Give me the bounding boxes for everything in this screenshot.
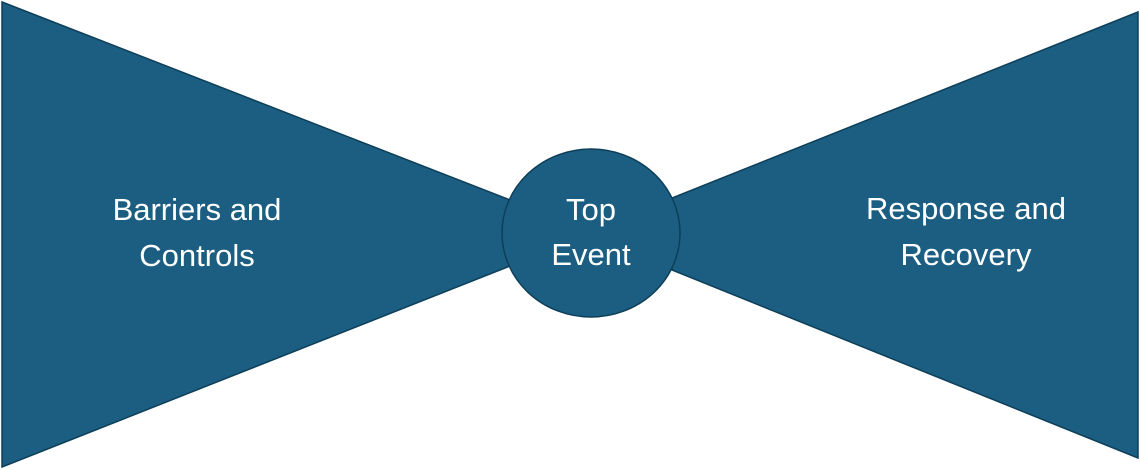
right-wedge: Response and Recovery: [671, 10, 1139, 460]
right-wedge-label-line1: Response and: [866, 191, 1066, 226]
top-event-circle: [501, 148, 681, 318]
left-wedge-label-line1: Barriers and: [113, 192, 282, 227]
right-wedge-shape: [671, 10, 1139, 460]
top-event: Top Event: [501, 148, 681, 318]
left-wedge: Barriers and Controls: [1, 0, 511, 469]
top-event-label-line2: Event: [551, 237, 631, 272]
top-event-label-line1: Top: [566, 192, 616, 227]
right-wedge-label-line2: Recovery: [901, 237, 1032, 272]
left-wedge-label-line2: Controls: [139, 238, 254, 273]
left-wedge-shape: [1, 0, 511, 469]
